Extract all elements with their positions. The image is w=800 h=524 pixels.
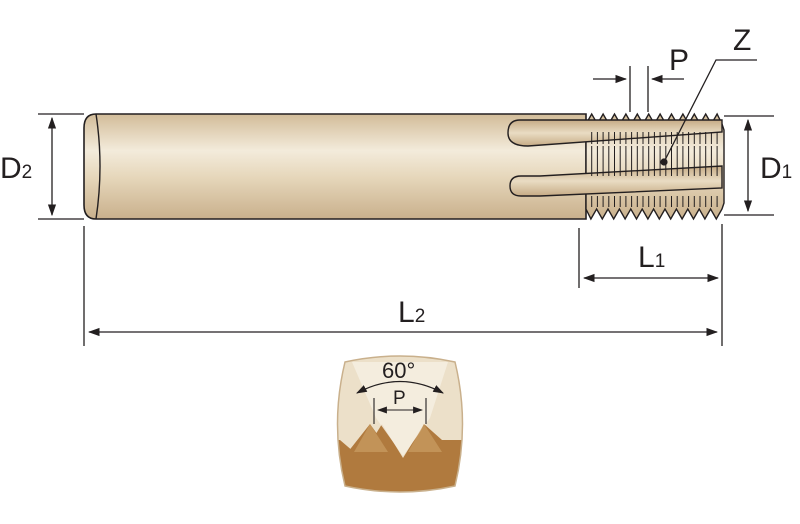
dimension-lines <box>38 59 774 346</box>
l2-label: L2 <box>398 296 425 329</box>
thread-cutting-head <box>507 112 725 221</box>
flute-count-label: Z <box>733 24 751 57</box>
d1-label: D1 <box>760 152 792 185</box>
l1-label: L1 <box>638 241 665 274</box>
thread-angle-label: 60° <box>382 358 415 383</box>
tool-shank <box>83 113 587 220</box>
flute-lower <box>509 165 723 197</box>
d2-label: D2 <box>0 152 32 185</box>
dimension-labels: D2 D1 L1 L2 P Z <box>0 24 792 329</box>
pitch-label: P <box>669 44 689 77</box>
thread-pitch-label: P <box>393 388 406 409</box>
thread-profile-detail: 60° P <box>336 355 464 493</box>
angle-arc <box>356 380 444 394</box>
